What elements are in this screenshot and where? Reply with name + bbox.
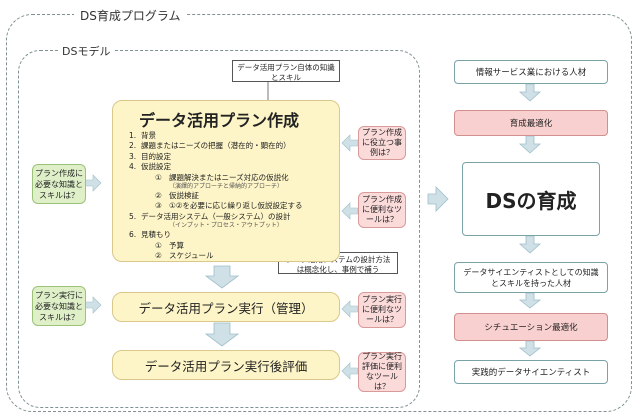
plan-step: 3.目的設定 bbox=[129, 151, 171, 161]
plan-execution-box: データ活用プラン実行（管理） bbox=[112, 292, 340, 322]
callout-plan-knowledge: データ活用プラン自体の知識とスキル bbox=[232, 60, 340, 82]
rc-arrow-2 bbox=[518, 135, 542, 154]
plan-creation-title: データ活用プラン作成 bbox=[139, 111, 300, 130]
plan-step-note: （インプット・プロセス・アウトプット） bbox=[169, 222, 283, 230]
plan-evaluation-box: データ活用プラン実行後評価 bbox=[112, 350, 340, 380]
rc-arrow-1 bbox=[518, 83, 542, 102]
rc-ds-skilled-talent: データサイエンティストとしての知識とスキルを持った人材 bbox=[454, 262, 608, 293]
plan-step: 2.課題またはニーズの把握（潜在的・顕在的） bbox=[129, 141, 291, 151]
rc-situation-optimization: シチュエーション最適化 bbox=[454, 313, 608, 341]
green-arrow-2 bbox=[84, 296, 102, 314]
plan-step: 5.データ活用システム（一般システム）の設計 bbox=[129, 211, 291, 221]
red-arrow-3 bbox=[341, 300, 359, 318]
rc-arrow-5 bbox=[518, 340, 542, 357]
down-arrow-2 bbox=[204, 322, 240, 347]
rc-arrow-4 bbox=[518, 292, 542, 309]
plan-creation-box: データ活用プラン作成 1.背景 2.課題またはニーズの把握（潜在的・顕在的） 3… bbox=[112, 100, 340, 262]
rc-arrow-3 bbox=[518, 235, 542, 254]
plan-step: 4.仮説設定 bbox=[129, 162, 171, 172]
plan-steps: 1.背景 2.課題またはニーズの把握（潜在的・顕在的） 3.目的設定 4.仮説設… bbox=[129, 131, 339, 261]
red-box-eval-tools: プラン実行評価に便利なツールは？ bbox=[358, 352, 406, 392]
green-box-exec-skills: プラン実行に必要な知識とスキルは？ bbox=[32, 286, 86, 326]
green-arrow-1 bbox=[84, 174, 102, 192]
down-arrow-1 bbox=[204, 265, 240, 289]
ds-program-frame bbox=[6, 14, 632, 412]
ds-program-label: DS育成プログラム bbox=[74, 7, 187, 24]
red-box-plan-cases: プラン作成に役立つ事例は？ bbox=[358, 126, 406, 160]
rc-training-optimization: 育成最適化 bbox=[454, 110, 608, 136]
green-box-plan-skills: プラン作成に必要な知識とスキルは？ bbox=[32, 164, 86, 204]
ds-model-frame bbox=[18, 50, 420, 408]
plan-step: 1.背景 bbox=[129, 131, 156, 140]
red-box-exec-tools: プラン実行に便利なツールは？ bbox=[358, 292, 406, 328]
plan-step: 6.見積もり bbox=[129, 230, 171, 240]
rc-info-service-talent: 情報サービス業における人材 bbox=[454, 60, 608, 84]
ds-model-label: DSモデル bbox=[58, 43, 115, 59]
rc-ds-training: DSの育成 bbox=[462, 162, 600, 236]
red-arrow-1 bbox=[341, 134, 359, 152]
red-box-plan-tools: プラン作成に便利なツールは？ bbox=[358, 192, 406, 228]
red-arrow-2 bbox=[341, 202, 359, 220]
red-arrow-4 bbox=[341, 362, 359, 380]
rc-practical-ds: 実践的データサイエンティスト bbox=[454, 360, 608, 384]
plan-substep-note: （演繹的アプローチと帰納的アプローチ） bbox=[169, 183, 284, 191]
right-arrow bbox=[427, 186, 449, 212]
